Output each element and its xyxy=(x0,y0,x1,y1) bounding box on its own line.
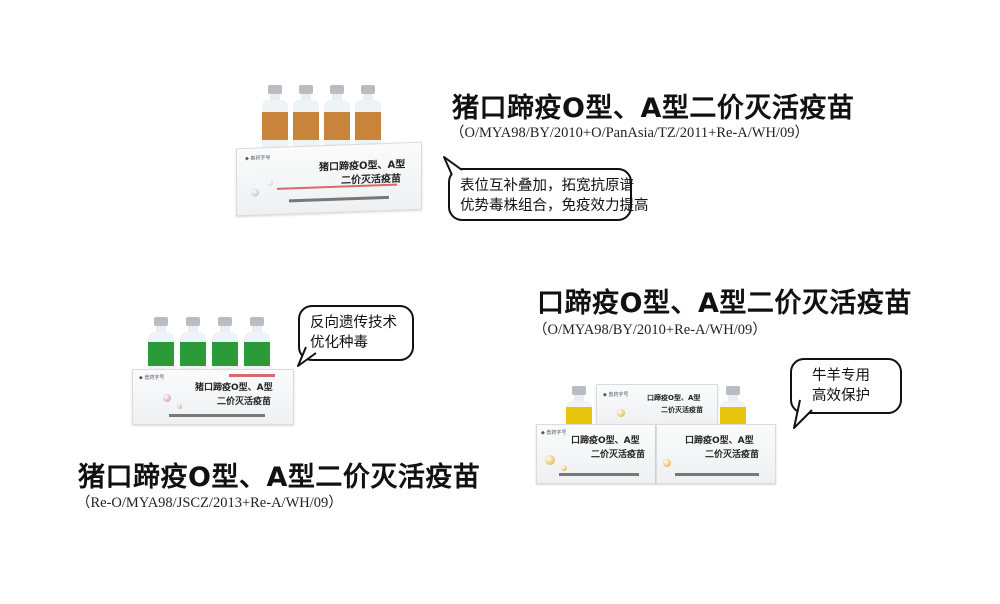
decorative-ball xyxy=(163,394,171,402)
box-red-strip xyxy=(229,374,275,377)
decorative-ball xyxy=(267,179,273,187)
box-product-name-line2: 二价灭活疫苗 xyxy=(217,397,272,407)
decorative-ball xyxy=(177,404,182,409)
box-manufacturer xyxy=(289,195,389,203)
box-product-name-line2: 二价灭活疫苗 xyxy=(705,450,760,460)
product-image-3: ◆ 兽药字号 口蹄疫O型、A型 二价灭活疫苗 ◆ 兽药字号 口蹄疫O型、A型 二… xyxy=(536,384,776,484)
box-logo: ◆ 兽药字号 xyxy=(245,155,271,162)
box-logo: ◆ 兽药字号 xyxy=(541,430,567,436)
box-manufacturer xyxy=(559,473,639,476)
bubble-line: 反向遗传技术 xyxy=(310,315,397,331)
product-1-feature-bubble: 表位互补叠加，拓宽抗原谱 优势毒株组合，免疫效力提高 xyxy=(448,168,649,221)
box-manufacturer xyxy=(675,473,759,476)
vaccine-box: 口蹄疫O型、A型 二价灭活疫苗 xyxy=(656,424,776,484)
product-1-strains: （O/MYA98/BY/2010+O/PanAsia/TZ/2011+Re-A/… xyxy=(450,125,809,141)
decorative-ball xyxy=(545,455,555,465)
product-1-title: 猪口蹄疫O型、A型二价灭活疫苗 xyxy=(452,93,855,124)
box-product-name: 口蹄疫O型、A型 xyxy=(685,436,754,446)
bubble-tail xyxy=(443,156,463,176)
product-image-1: ◆ 兽药字号 猪口蹄疫O型、A型 二价灭活疫苗 xyxy=(236,85,432,217)
bubble-line: 牛羊专用 xyxy=(812,368,870,384)
vaccine-box: ◆ 兽药字号 口蹄疫O型、A型 二价灭活疫苗 xyxy=(536,424,656,484)
vaccine-box: ◆ 兽药字号 口蹄疫O型、A型 二价灭活疫苗 xyxy=(596,384,718,428)
box-product-name-line2: 二价灭活疫苗 xyxy=(591,450,646,460)
bubble-line: 优化种毒 xyxy=(310,335,368,351)
bubble-line: 高效保护 xyxy=(812,388,870,404)
product-2-title: 猪口蹄疫O型、A型二价灭活疫苗 xyxy=(78,462,481,493)
bubble-tail xyxy=(297,346,317,367)
product-image-2: ◆ 兽药字号 猪口蹄疫O型、A型 二价灭活疫苗 xyxy=(128,313,296,425)
product-2-strains: （Re-O/MYA98/JSCZ/2013+Re-A/WH/09） xyxy=(76,495,343,511)
product-3-title: 口蹄疫O型、A型二价灭活疫苗 xyxy=(537,288,912,319)
box-product-name: 猪口蹄疫O型、A型 xyxy=(195,383,273,393)
box-red-strip xyxy=(277,183,397,190)
decorative-ball xyxy=(561,465,567,471)
decorative-ball xyxy=(251,188,259,197)
box-logo: ◆ 兽药字号 xyxy=(603,392,629,398)
box-product-name-line2: 二价灭活疫苗 xyxy=(661,406,703,414)
box-logo: ◆ 兽药字号 xyxy=(139,375,165,381)
vaccine-box: ◆ 兽药字号 猪口蹄疫O型、A型 二价灭活疫苗 xyxy=(236,141,422,217)
decorative-ball xyxy=(663,459,671,467)
box-product-name: 口蹄疫O型、A型 xyxy=(647,394,701,402)
bubble-line: 表位互补叠加，拓宽抗原谱 xyxy=(460,178,634,194)
vaccine-box: ◆ 兽药字号 猪口蹄疫O型、A型 二价灭活疫苗 xyxy=(132,369,294,425)
decorative-ball xyxy=(617,409,625,417)
product-3-strains: （O/MYA98/BY/2010+Re-A/WH/09） xyxy=(533,322,767,338)
box-product-name: 口蹄疫O型、A型 xyxy=(571,436,640,446)
bubble-line: 优势毒株组合，免疫效力提高 xyxy=(460,198,649,214)
box-manufacturer xyxy=(169,414,265,417)
product-2-feature-bubble: 反向遗传技术 优化种毒 xyxy=(298,305,414,361)
bubble-tail xyxy=(793,399,813,429)
product-3-feature-bubble: 牛羊专用 高效保护 xyxy=(790,358,902,414)
